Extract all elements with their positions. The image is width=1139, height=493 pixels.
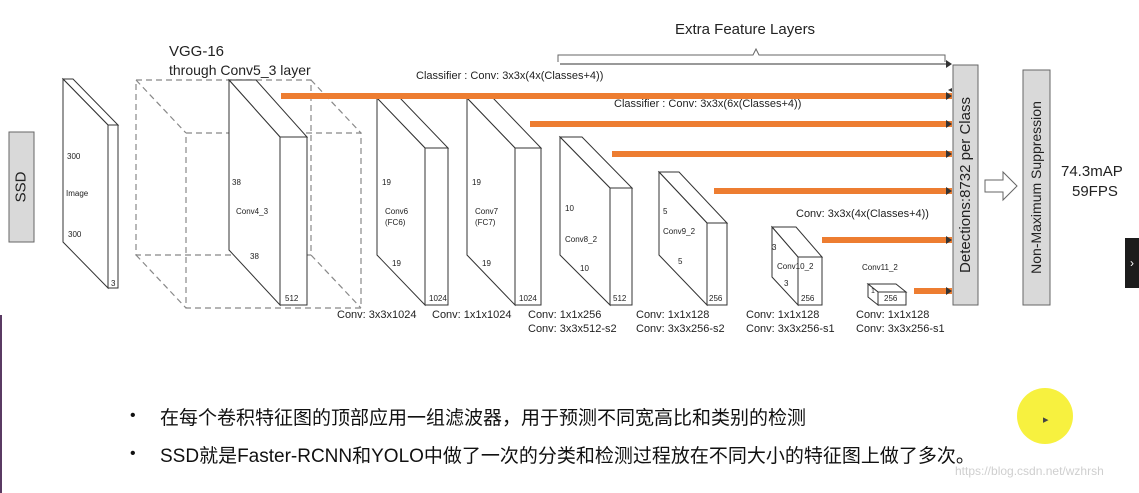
conv11-2-block [866,282,908,307]
conv6-sub: (FC6) [385,218,406,227]
ssd-box [8,131,35,243]
conv11-2-name: Conv11_2 [862,263,898,272]
conv8-2-depth: 512 [613,294,627,303]
bullet-list: • 在每个卷积特征图的顶部应用一组滤波器，用于预测不同宽高比和类别的检测 • S… [130,400,975,476]
image-height: 300 [67,152,81,161]
list-item: • SSD就是Faster-RCNN和YOLO中做了一次的分类和检测过程放在不同… [130,438,975,470]
conv4-3-depth: 512 [285,294,299,303]
classifier-label-1: Classifier : Conv: 3x3x(4x(Classes+4)) [416,70,604,82]
image-width: 300 [68,230,82,239]
conv7-depth: 1024 [519,294,537,303]
conv9-2-depth: 256 [709,294,723,303]
mouse-pointer-icon: ▸ [1043,414,1049,426]
cursor-highlight [1017,388,1073,444]
conv10-2-name: Conv10_2 [777,262,814,271]
nms-label: Non-Maximum Suppression [1028,101,1045,274]
conv-op-4a: Conv: 1x1x128 [636,309,710,321]
bullet-text-1: 在每个卷积特征图的顶部应用一组滤波器，用于预测不同宽高比和类别的检测 [160,407,807,429]
vgg-title-line2: through Conv5_3 layer [169,62,311,78]
orange-connectors [281,93,952,294]
conv-op-6b: Conv: 3x3x256-s1 [856,323,945,335]
detections-to-nms-arrow [984,170,1018,202]
conv-op-3b: Conv: 3x3x512-s2 [528,323,617,335]
conv9-2-height: 5 [663,207,668,216]
image-name: Image [66,189,89,198]
conv-op-2: Conv: 1x1x1024 [432,309,512,321]
conv11-2-depth: 256 [884,294,898,303]
conv6-depth: 1024 [429,294,447,303]
extra-layers-label: Extra Feature Layers [675,21,816,38]
conv6-name: Conv6 [385,207,409,216]
vgg-title-line1: VGG-16 [169,43,225,60]
conv6-width: 19 [392,259,401,268]
detections-label-box: Detections:8732 per Class [953,65,978,305]
nms-label-box: Non-Maximum Suppression [1023,70,1050,305]
conv9-2-block [657,170,729,307]
conv6-height: 19 [382,178,391,187]
extra-layers-brace [557,47,946,62]
watermark: https://blog.csdn.net/wzhrsh [955,464,1104,478]
vgg-dashed-cube [135,79,362,309]
conv8-2-width: 10 [580,264,589,273]
map-result: 74.3mAP [1061,163,1123,180]
bullet-icon: • [130,445,136,462]
conv9-2-name: Conv9_2 [663,227,696,236]
conv-op-4b: Conv: 3x3x256-s2 [636,323,725,335]
conv11-2-height: 1 [871,288,875,295]
classifier-label-3: Conv: 3x3x(4x(Classes+4)) [796,208,929,220]
conv-op-5a: Conv: 1x1x128 [746,309,820,321]
conv-op-1: Conv: 3x3x1024 [337,309,417,321]
conv6-block [375,96,450,307]
detections-box [952,64,979,306]
conv8-2-name: Conv8_2 [565,235,598,244]
bullet-icon: • [130,407,136,424]
conv-op-6a: Conv: 1x1x128 [856,309,930,321]
conv8-2-block [558,135,634,307]
bullet-text-2: SSD就是Faster-RCNN和YOLO中做了一次的分类和检测过程放在不同大小… [160,445,975,467]
image-depth: 3 [111,279,116,288]
conv10-2-height: 3 [772,243,777,252]
conv-op-5b: Conv: 3x3x256-s1 [746,323,835,335]
conv7-width: 19 [482,259,491,268]
image-block [61,77,120,290]
conv7-height: 19 [472,178,481,187]
conv8-2-height: 10 [565,204,574,213]
next-slide-tab[interactable]: › [1125,238,1139,288]
conv10-2-width: 3 [784,279,789,288]
conv7-block [465,96,543,307]
list-item: • 在每个卷积特征图的顶部应用一组滤波器，用于预测不同宽高比和类别的检测 [130,400,975,432]
conv-op-3a: Conv: 1x1x256 [528,309,602,321]
conv9-2-width: 5 [678,257,683,266]
conv4-3-height: 38 [232,178,241,187]
ssd-label: SSD [12,171,30,203]
conv4-3-name: Conv4_3 [236,207,269,216]
arrow-heads [946,60,952,295]
conv10-2-depth: 256 [801,294,815,303]
conv7-sub: (FC7) [475,218,496,227]
conv4-3-width: 38 [250,252,259,261]
conv7-name: Conv7 [475,207,499,216]
classifier-label-2: Classifier : Conv: 3x3x(6x(Classes+4)) [614,98,802,110]
fps-result: 59FPS [1072,183,1118,200]
left-edge-bar [0,315,2,493]
conv10-2-block [770,225,824,307]
chevron-right-icon: › [1130,256,1134,270]
nms-box [1022,69,1051,306]
detections-label: Detections:8732 per Class [956,97,974,273]
conv4-3-block [227,78,309,307]
ssd-label-box: SSD [9,132,34,242]
